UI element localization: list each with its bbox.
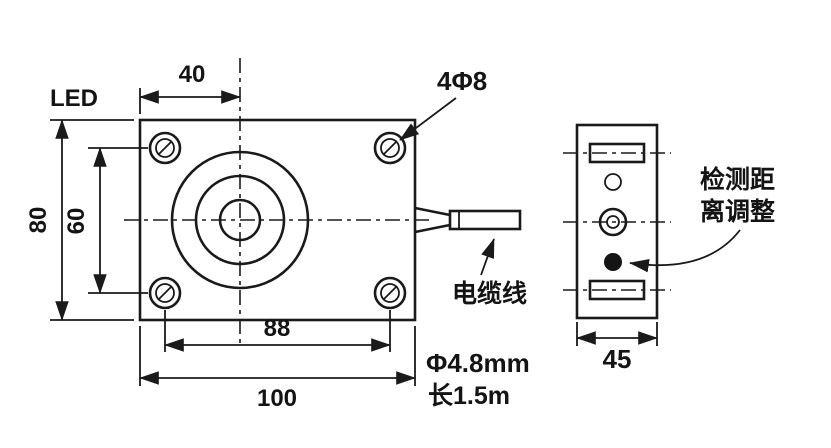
dim-45-label: 45 (603, 344, 632, 374)
dim-88-label: 88 (264, 315, 291, 342)
dimension-45 (576, 322, 658, 346)
adjust-callout-leader (629, 229, 741, 273)
dimension-60 (88, 147, 148, 294)
terminal-slot-bottom (588, 279, 646, 301)
sensing-face-circles (170, 150, 310, 290)
dim-40-label: 40 (179, 61, 206, 88)
cable-exit (414, 206, 522, 234)
front-view (124, 58, 522, 346)
mounting-hole-top-left (148, 131, 182, 165)
adjust-callout-line1: 检测距 (700, 165, 775, 194)
adjust-callout-line2: 离调整 (700, 197, 775, 226)
side-mounting-hole (598, 207, 628, 237)
cable-length-label: 长1.5m (428, 382, 510, 410)
cable-callout-label: 电缆线 (452, 279, 527, 308)
mounting-hole-bottom-left (148, 276, 182, 310)
side-view (563, 123, 671, 320)
mounting-hole-bottom-right (373, 276, 407, 310)
adjust-potentiometer-dot (604, 253, 622, 271)
holes-callout-leader (399, 97, 457, 141)
dim-100-label: 100 (257, 385, 297, 412)
dimension-80 (50, 119, 134, 321)
led-label: LED (50, 85, 98, 112)
dimension-100 (139, 326, 416, 386)
terminal-slot-top (588, 142, 646, 164)
dim-60-label: 60 (63, 208, 90, 235)
holes-callout-label: 4Φ8 (437, 66, 487, 96)
dim-80-label: 80 (25, 207, 52, 234)
indicator-hole (604, 173, 622, 191)
dimension-88 (164, 310, 391, 352)
dimension-40 (139, 88, 241, 114)
cable-diameter-label: Φ4.8mm (426, 348, 530, 378)
mounting-hole-top-right (373, 131, 407, 165)
cable-callout-leader (480, 238, 495, 276)
